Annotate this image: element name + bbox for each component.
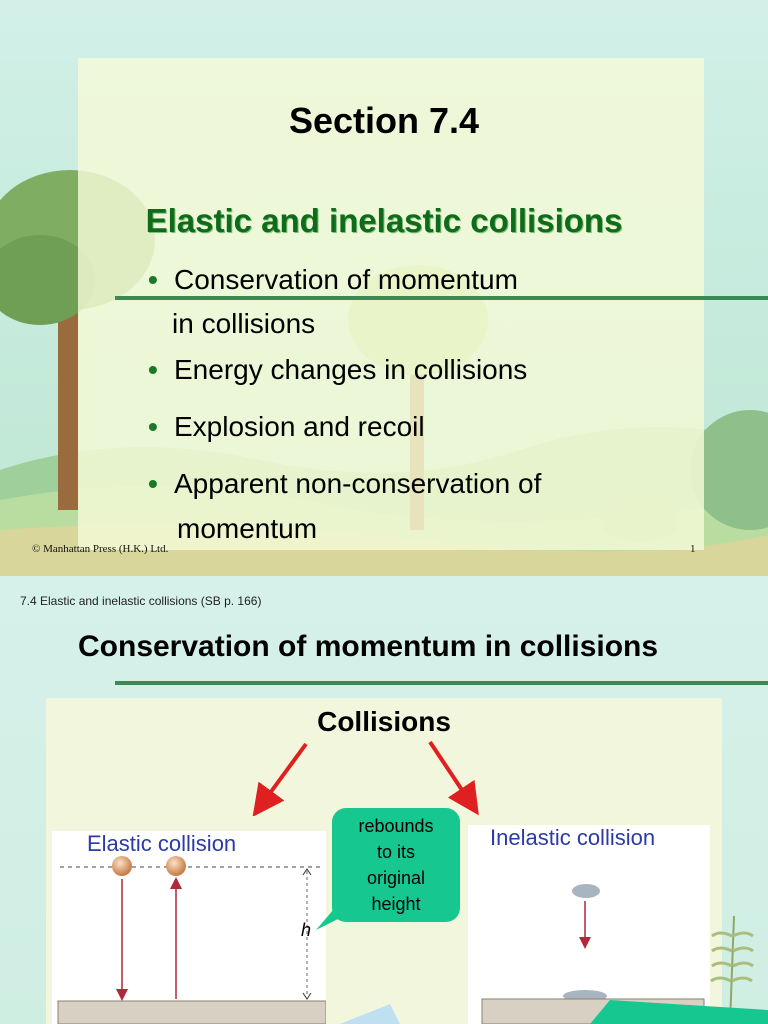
slide-title: Section 7.4 [288,100,480,141]
bullet-text: Energy changes in collisions [174,354,528,385]
bullet-text: Apparent non-conservation of [174,468,542,499]
slide-subtitle: Elastic and inelastic collisions [145,202,623,239]
bullet-item-4: • Apparent non-conservation of [148,467,541,501]
bullet-item-3: • Explosion and recoil [148,410,425,444]
ball-start [112,856,132,876]
inelastic-diagram [481,884,705,1024]
callout-text: rebounds to its original height [358,816,434,914]
tree-trunk-left [58,300,78,510]
slide-2: 7.4 Elastic and inelastic collisions (SB… [0,576,768,1024]
bullet-dot: • [148,264,158,295]
footer-copyright: © Manhattan Press (H.K.) Ltd. [32,543,169,555]
bullet-item-1-continuation: in collisions [172,308,316,339]
bullet-item-2: • Energy changes in collisions [148,353,527,387]
height-dimension-ticks [302,868,312,1000]
bullet-dot: • [148,354,158,385]
slide-title: Conservation of momentum in collisions [78,630,659,663]
fern-stem [729,915,735,1024]
partial-callout [590,1000,768,1024]
clay-blob-start [572,884,600,898]
bullet-item-1: • Conservation of momentum [148,263,518,297]
partial-arrow-shape [340,1004,400,1024]
arrow-to-elastic [252,742,308,816]
bush-right [690,410,768,530]
page-number: 1 [690,543,696,555]
arrow-to-inelastic [428,740,479,816]
ground-elastic [57,1000,326,1024]
content-panel [78,58,704,550]
elastic-collision-box: Elastic collision [52,831,326,1024]
inelastic-collision-label: Inelastic collision [490,825,656,850]
elastic-collision-label: Elastic collision [87,831,237,856]
collisions-heading: Collisions [317,706,451,737]
bullet-dot: • [148,468,158,499]
breadcrumb: 7.4 Elastic and inelastic collisions (SB… [20,594,262,608]
height-label: h [301,920,312,940]
bullet-dot: • [148,411,158,442]
title-divider-line [115,681,768,685]
elastic-diagram [57,856,326,1024]
slide-1: Section 7.4 Elastic and inelastic collis… [0,0,768,576]
rebound-callout: rebounds to its original height [332,808,460,922]
inelastic-collision-box: Inelastic collision [468,825,710,1024]
title-divider-line [115,296,768,300]
tree-crown-left-2 [0,235,95,325]
fern-decoration [710,915,754,1024]
branch-arrows [252,740,479,816]
fern-leaves [710,931,754,983]
bullet-text: Explosion and recoil [174,411,425,442]
partial-callout-shape [590,1000,768,1024]
ball-rebound [166,856,186,876]
bullet-item-4-continuation: momentum [177,513,318,544]
bullet-text: Conservation of momentum [174,264,518,295]
partial-arrow [340,1004,400,1024]
